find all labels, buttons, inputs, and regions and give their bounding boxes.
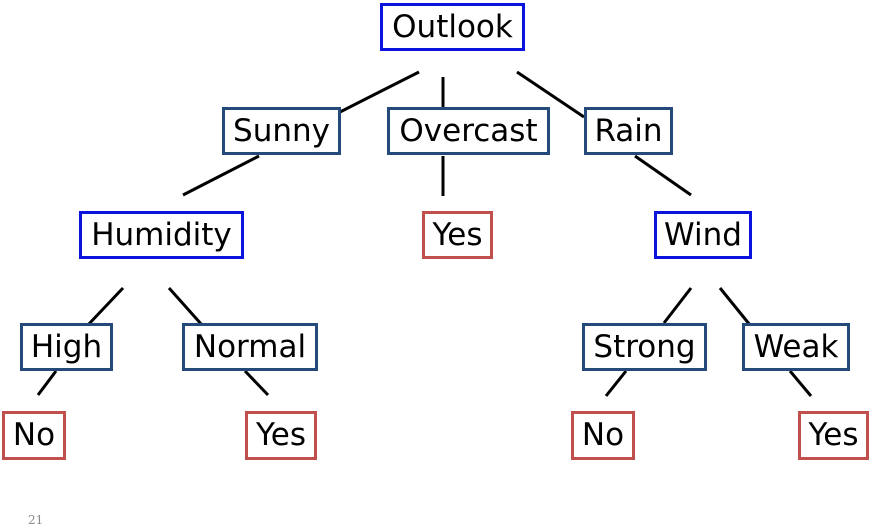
edge-outlook-rain [516, 70, 585, 119]
node-weak: Weak [742, 323, 850, 371]
node-outlook: Outlook [380, 3, 525, 51]
node-sunny: Sunny [222, 107, 341, 155]
edge-high-no [36, 370, 58, 396]
edge-normal-yes [243, 369, 270, 397]
node-overcast: Overcast [387, 107, 550, 155]
slide-number: 21 [28, 513, 44, 527]
leaf-strong-no: No [571, 411, 635, 460]
leaf-high-no: No [2, 411, 66, 460]
leaf-weak-yes: Yes [798, 411, 869, 460]
edge-wind-weak [718, 287, 752, 326]
edge-humidity-high [85, 286, 125, 328]
node-high: High [20, 323, 113, 371]
edge-sunny-humidity [182, 154, 260, 197]
edge-outlook-sunny [339, 70, 420, 114]
edge-strong-no [604, 370, 628, 397]
edge-humidity-normal [167, 287, 204, 326]
node-humidity: Humidity [79, 211, 244, 259]
node-wind: Wind [654, 211, 752, 259]
edge-weak-yes [788, 370, 813, 397]
edge-rain-wind [634, 154, 692, 197]
edge-wind-strong [662, 287, 693, 324]
node-normal: Normal [182, 323, 318, 371]
leaf-overcast-yes: Yes [422, 211, 493, 259]
node-rain: Rain [584, 107, 673, 155]
leaf-normal-yes: Yes [245, 411, 317, 460]
node-strong: Strong [582, 323, 707, 371]
